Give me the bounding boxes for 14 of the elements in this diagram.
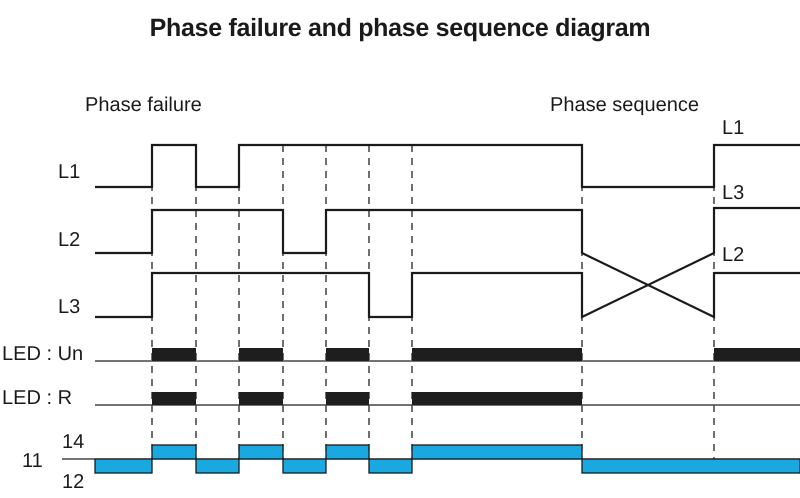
phase-label: L3 <box>58 297 80 317</box>
diagram-title: Phase failure and phase sequence diagram <box>148 14 652 43</box>
phase-label: L2 <box>722 245 744 265</box>
section-heading: Phase sequence <box>550 95 700 115</box>
terminal-label: 12 <box>62 472 84 492</box>
phase-label: L3 <box>722 183 744 203</box>
led-label: LED : R <box>2 388 72 408</box>
section-heading: Phase failure <box>85 95 202 115</box>
phase-label: L2 <box>58 230 80 250</box>
terminal-label: 11 <box>22 451 43 471</box>
terminal-label: 14 <box>62 432 84 452</box>
led-label: LED : Un <box>2 344 84 364</box>
phase-label: L1 <box>722 118 744 138</box>
phase-label: L1 <box>58 162 80 182</box>
